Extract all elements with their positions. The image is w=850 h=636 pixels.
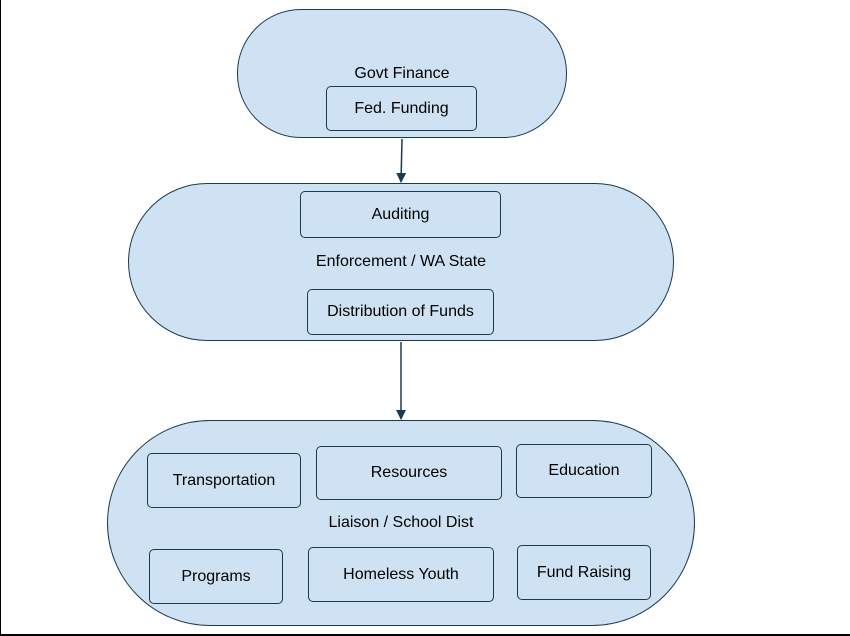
fund-raising-box: Fund Raising bbox=[517, 545, 651, 600]
frame-bottom-border bbox=[0, 634, 850, 636]
govt-finance-title: Govt Finance bbox=[354, 65, 450, 82]
enforcement-wa-state-title: Enforcement / WA State bbox=[315, 253, 487, 270]
programs-box: Programs bbox=[149, 549, 283, 604]
resources-box: Resources bbox=[316, 446, 502, 500]
distribution-of-funds-box: Distribution of Funds bbox=[307, 289, 494, 335]
fed-funding-box: Fed. Funding bbox=[326, 86, 477, 131]
education-box: Education bbox=[516, 444, 652, 498]
transportation-box: Transportation bbox=[147, 453, 301, 508]
auditing-box: Auditing bbox=[300, 191, 501, 238]
homeless-youth-box: Homeless Youth bbox=[308, 547, 494, 602]
frame-left-border bbox=[0, 0, 1, 636]
arrow-govt-to-state bbox=[396, 138, 407, 183]
liaison-school-dist-title: Liaison / School Dist bbox=[328, 514, 474, 531]
